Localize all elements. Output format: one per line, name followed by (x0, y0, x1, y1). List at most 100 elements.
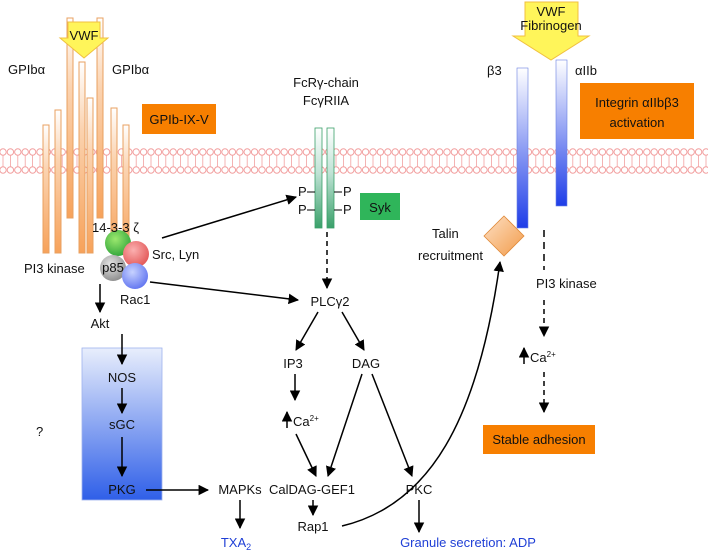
rap1-label: Rap1 (297, 519, 328, 534)
lipid-head (147, 166, 155, 174)
lipid-head (169, 166, 177, 174)
lipid-head (221, 166, 229, 174)
lipid-head (598, 148, 607, 156)
lipid-head (502, 148, 510, 156)
lipid-head (243, 166, 251, 174)
lipid-head (702, 148, 708, 156)
arrow-plc-to-dag (341, 311, 365, 351)
stable-adhesion-label: Stable adhesion (492, 432, 585, 447)
lipid-head (421, 148, 429, 156)
sgc-label: sGC (109, 417, 135, 432)
lipid-head (339, 148, 348, 156)
lipid-head (576, 148, 584, 156)
lipid-head (583, 166, 592, 174)
lipid-head (509, 148, 518, 156)
integrin-ligand-vwf: VWF (537, 4, 566, 19)
lipid-head (495, 148, 503, 156)
lipid-head (176, 166, 185, 174)
lipid-head (176, 148, 185, 156)
integrin-receptor (516, 59, 568, 229)
lipid-head (347, 166, 355, 174)
p85-node (100, 255, 126, 281)
lipid-head (539, 166, 547, 174)
lipid-head (672, 166, 681, 174)
lipid-head (628, 148, 636, 156)
nos-sgc-pkg-box: NOS sGC PKG (81, 347, 163, 501)
lipid-head (480, 148, 488, 156)
lipid-head (250, 166, 259, 174)
phosphorylation-sites: P P P P (298, 184, 352, 217)
phospho-p-right-1: P (343, 184, 352, 199)
lipid-head (569, 148, 577, 156)
fcr-gamma-chain-label: FcRγ-chain (293, 75, 359, 90)
lipid-head (361, 148, 370, 156)
lipid-head (680, 148, 688, 156)
lipid-head (428, 148, 436, 156)
lipid-head (221, 148, 229, 156)
lipid-head (6, 148, 15, 156)
lipid-head (213, 148, 222, 156)
src-lyn-label: Src, Lyn (152, 247, 199, 262)
lipid-head (28, 148, 37, 156)
lipid-head (228, 148, 237, 156)
lipid-head (687, 166, 695, 174)
integrin-calcium: Ca2+ (518, 346, 556, 365)
rac1-label: Rac1 (120, 292, 150, 307)
rac1-node (122, 263, 148, 289)
lipid-head (265, 148, 274, 156)
lipid-head (635, 148, 644, 156)
lipid-head (398, 148, 407, 156)
lipid-head (465, 148, 473, 156)
lipid-head (139, 148, 148, 156)
talin-label-line2: recruitment (418, 248, 483, 263)
fcr-receptor (314, 127, 335, 229)
plc-gamma2-label: PLCγ2 (310, 294, 349, 309)
lipid-head (680, 166, 688, 174)
pkc-label: PKC (406, 482, 433, 497)
lipid-head (450, 166, 459, 174)
lipid-head (613, 148, 621, 156)
lipid-head (472, 166, 481, 174)
integrin-ligand-arrow: VWF Fibrinogen (511, 1, 591, 61)
granule-secretion-label: Granule secretion: ADP (400, 535, 536, 550)
alpha-iib-subunit (555, 59, 568, 207)
lipid-head (546, 166, 555, 174)
phospho-p-left-1: P (298, 184, 307, 199)
lipid-head (273, 148, 281, 156)
lipid-head (206, 166, 214, 174)
lipid-head (236, 166, 244, 174)
lipid-head (295, 148, 303, 156)
lipid-head (635, 166, 644, 174)
lipid-head (258, 148, 266, 156)
lipid-head (428, 166, 436, 174)
lipid-head (591, 166, 599, 174)
lipid-head (391, 148, 399, 156)
arrow-cluster-to-fcr (161, 194, 298, 239)
vwf-ligand-arrow: VWF (58, 21, 110, 59)
lipid-head (21, 166, 29, 174)
lipid-head (487, 166, 496, 174)
lipid-head (6, 166, 15, 174)
phospho-p-left-2: P (298, 202, 307, 217)
lipid-head (184, 166, 192, 174)
lipid-head (450, 148, 459, 156)
lipid-head (273, 166, 281, 174)
lipid-head (302, 166, 311, 174)
lipid-head (406, 166, 414, 174)
lipid-head (620, 166, 629, 174)
lipid-head (598, 166, 607, 174)
arrow-cluster-to-plc (149, 281, 300, 305)
lipid-head (702, 166, 708, 174)
lipid-head (384, 166, 392, 174)
lipid-head (154, 166, 163, 174)
txa2-label: TXA2 (221, 535, 251, 552)
lipid-head (480, 166, 488, 174)
lipid-head (302, 148, 311, 156)
lipid-head (236, 148, 244, 156)
lipid-head (102, 148, 111, 156)
syk-label: Syk (369, 200, 391, 215)
lipid-head (384, 148, 392, 156)
lipid-head (472, 148, 481, 156)
arrow-dag-to-pkc (371, 373, 414, 477)
lipid-head (391, 166, 399, 174)
